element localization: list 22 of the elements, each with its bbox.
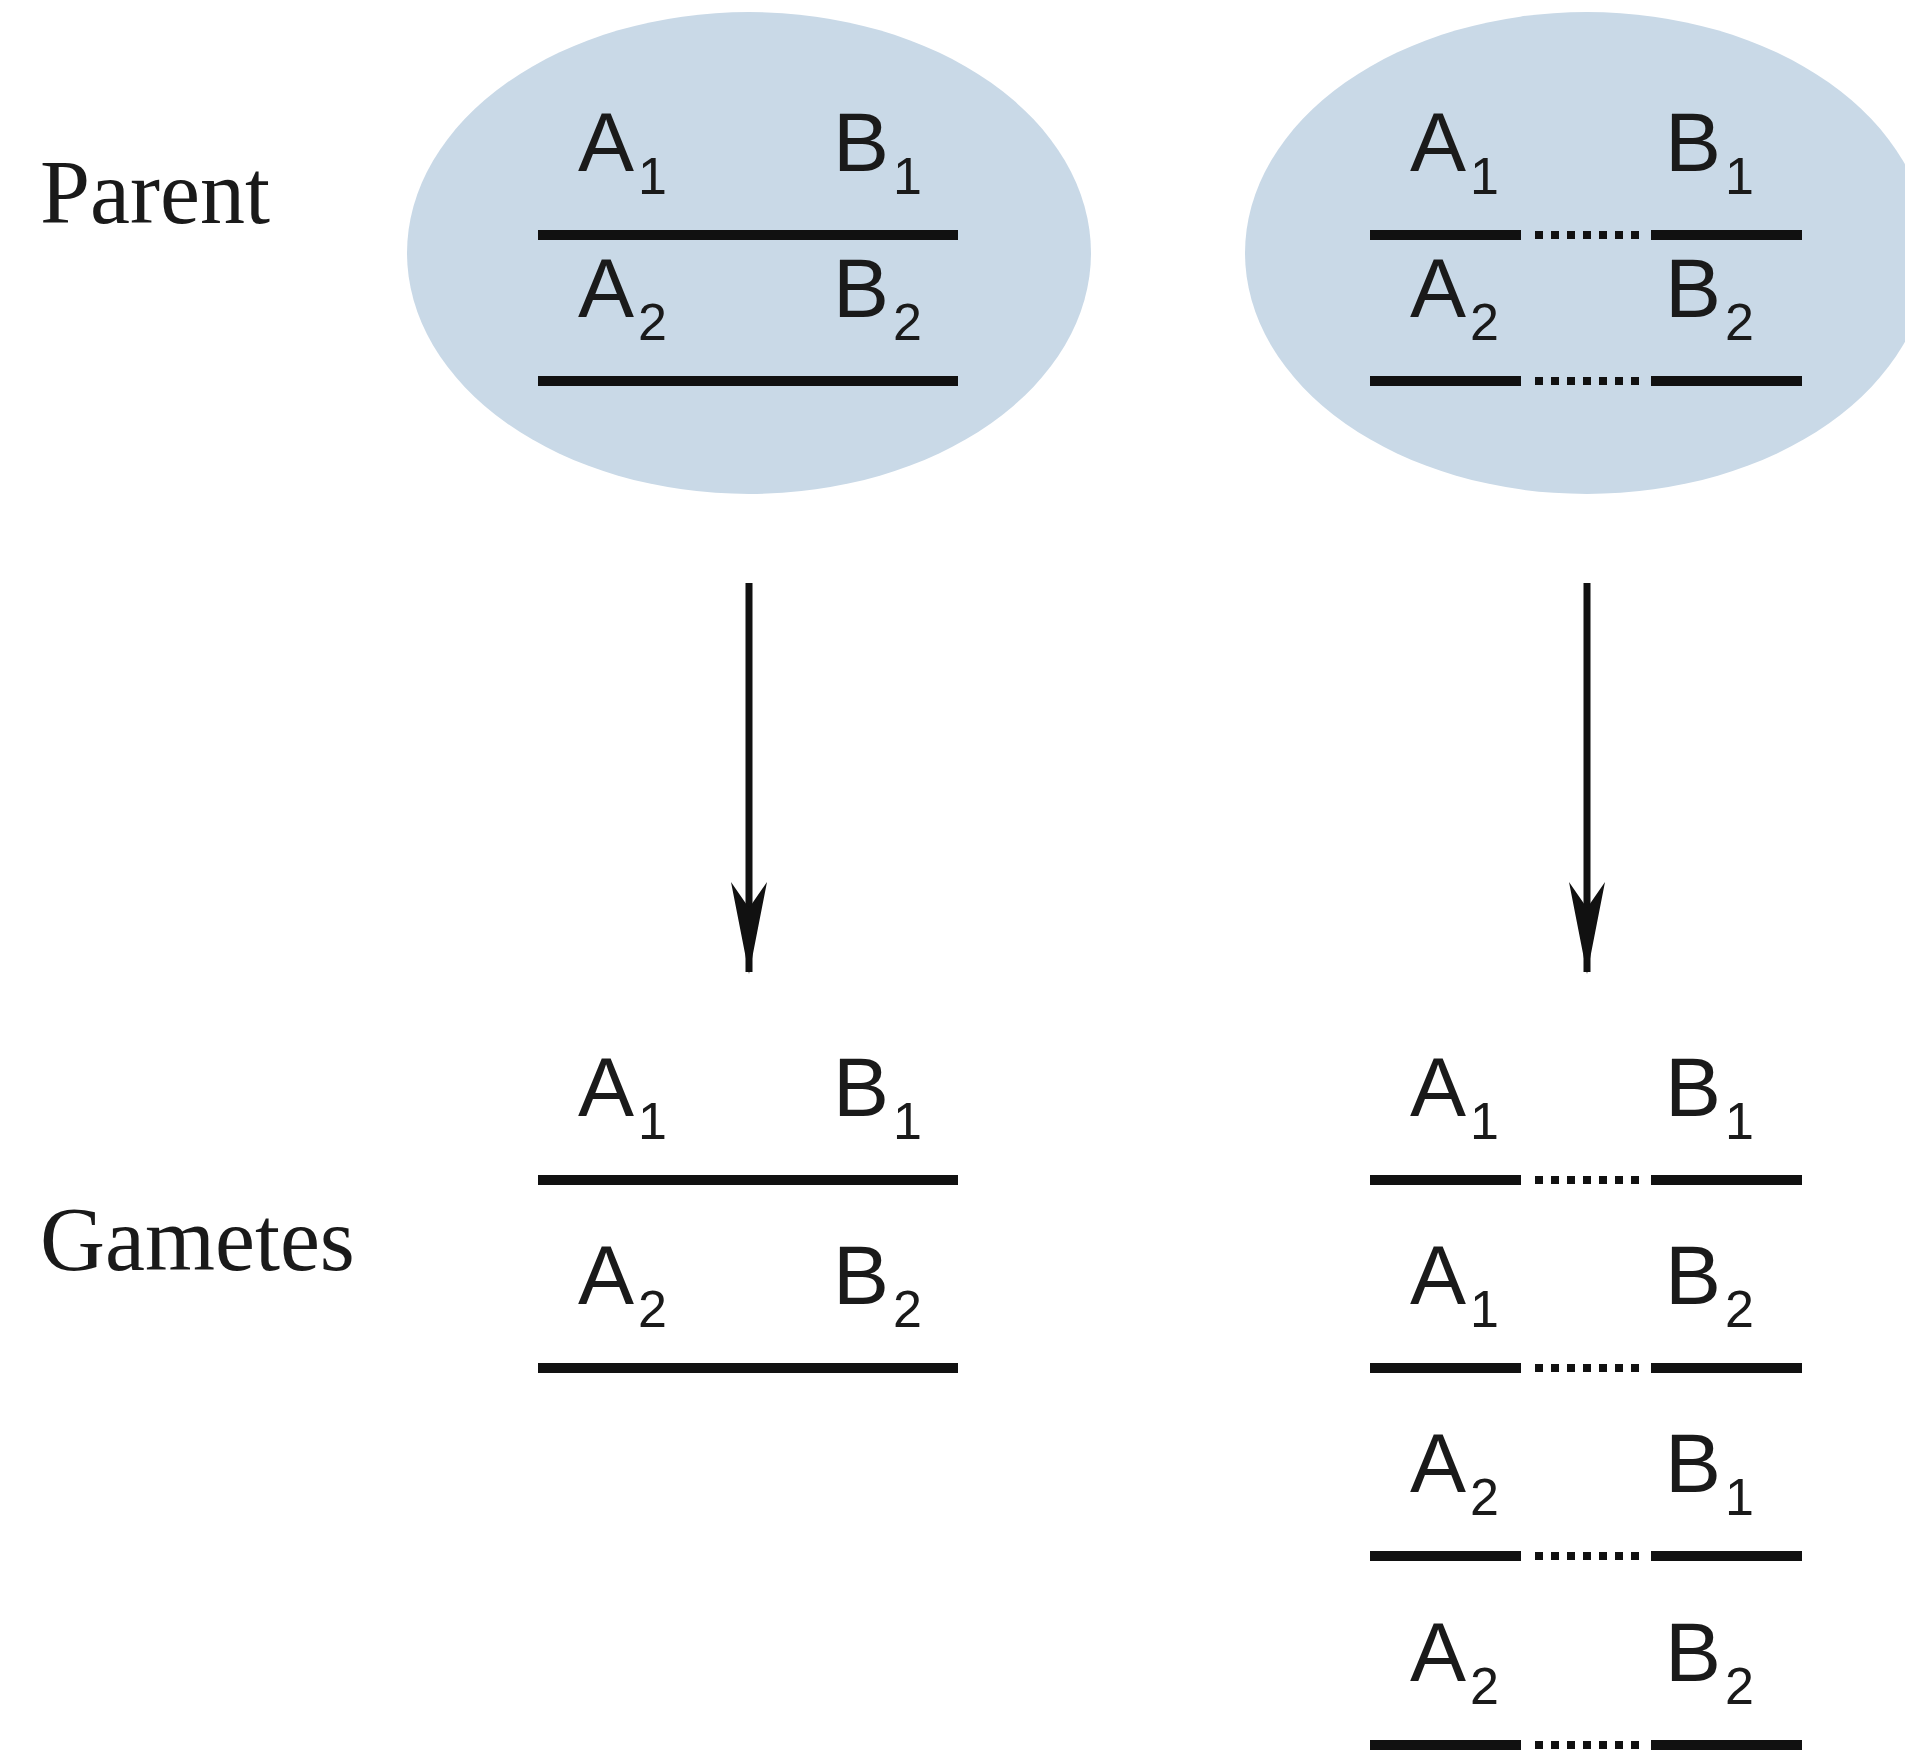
allele-label: B$_{1}$ [1665, 100, 1754, 203]
allele-label: A$_{2}$ [578, 1233, 667, 1336]
row-heading: Gametes [40, 1195, 355, 1285]
allele-label: A$_{1}$ [578, 100, 667, 203]
allele-label: A$_{2}$ [1410, 1421, 1499, 1524]
allele-label: B$_{2}$ [1665, 1233, 1754, 1336]
allele-label: A$_{1}$ [1410, 100, 1499, 203]
allele-label: A$_{1}$ [578, 1045, 667, 1148]
allele-label: A$_{2}$ [1410, 246, 1499, 349]
allele-label: B$_{2}$ [1665, 246, 1754, 349]
allele-label: A$_{1}$ [1410, 1233, 1499, 1336]
allele-label: A$_{1}$ [1410, 1045, 1499, 1148]
allele-label: B$_{2}$ [833, 246, 922, 349]
allele-label: B$_{1}$ [833, 1045, 922, 1148]
allele-label: A$_{2}$ [578, 246, 667, 349]
row-heading: Parent [40, 148, 270, 238]
allele-label: B$_{1}$ [833, 100, 922, 203]
allele-label: B$_{2}$ [1665, 1610, 1754, 1713]
allele-label: B$_{1}$ [1665, 1421, 1754, 1524]
allele-label: B$_{2}$ [833, 1233, 922, 1336]
allele-label: B$_{1}$ [1665, 1045, 1754, 1148]
allele-label: A$_{2}$ [1410, 1610, 1499, 1713]
